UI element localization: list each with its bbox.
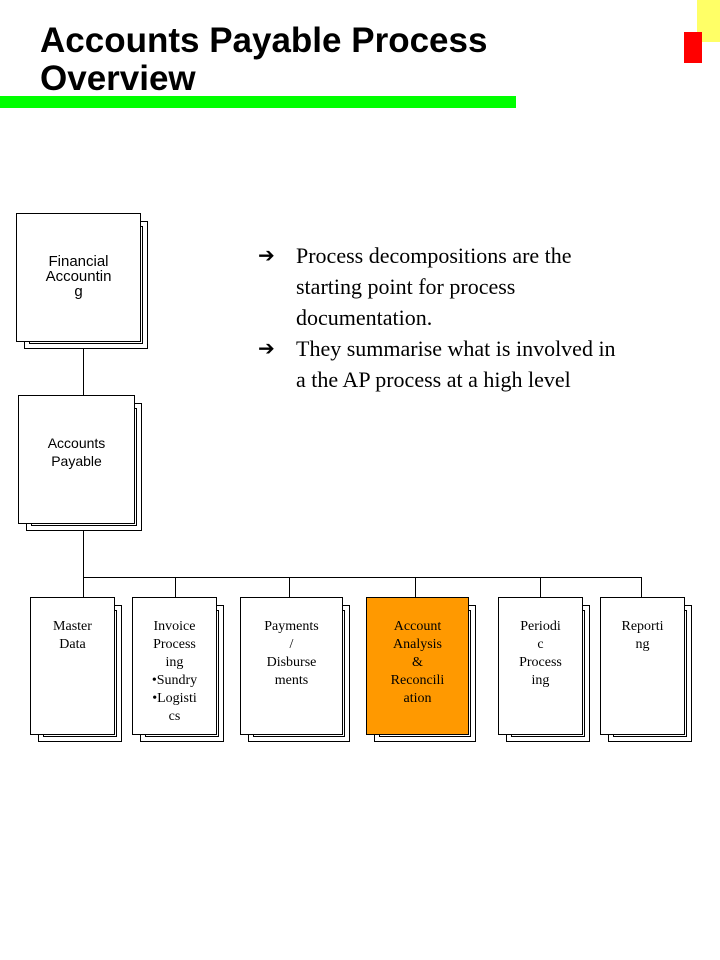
bullet-text: Process decompositions are the starting …	[296, 243, 572, 330]
box-label: Reconcili	[390, 673, 445, 688]
connector-drop-reporting	[641, 577, 642, 598]
box-label: ing	[165, 655, 184, 670]
box-label: •Sundry	[151, 673, 198, 688]
box-label: Accountin	[45, 268, 112, 285]
corner-decoration-yellow	[697, 0, 720, 42]
box-label: ng	[635, 637, 650, 652]
box-label: ments	[274, 673, 309, 688]
box-payments-disbursements: Payments / Disburse ments	[240, 597, 343, 735]
connector-drop-invoice	[175, 577, 176, 598]
connector-drop-account-analysis	[415, 577, 416, 598]
connector-bus	[83, 577, 642, 578]
connector-drop-payments	[289, 577, 290, 598]
box-accounts-payable: Accounts Payable	[18, 395, 135, 524]
box-label: Process	[153, 637, 196, 652]
box-label: Disburse	[266, 655, 317, 670]
box-label: Financial	[48, 253, 109, 270]
box-label: Payments	[264, 619, 319, 634]
box-label: Invoice	[153, 619, 196, 634]
connector-drop-master-data	[83, 577, 84, 598]
box-account-analysis-reconciliation: Account Analysis & Reconcili ation	[366, 597, 469, 735]
box-label: Data	[59, 637, 86, 652]
box-reporting: Reporti ng	[600, 597, 685, 735]
box-label: •Logisti	[152, 691, 197, 706]
bullet-text: They summarise what is involved in a the…	[296, 336, 616, 392]
connector-root-to-ap	[83, 341, 84, 395]
box-label: c	[537, 637, 544, 652]
box-label: Analysis	[393, 637, 442, 652]
box-label: ation	[403, 691, 432, 706]
box-label: Periodi	[520, 619, 561, 634]
box-label: Process	[519, 655, 562, 670]
connector-drop-periodic	[540, 577, 541, 598]
corner-decoration-red	[684, 32, 702, 63]
box-label: cs	[168, 709, 181, 724]
bullet-list: ➔ Process decompositions are the startin…	[258, 240, 628, 395]
box-label: Payable	[51, 453, 102, 469]
slide-title: Accounts Payable Process Overview	[40, 21, 488, 98]
bullet-item: ➔ They summarise what is involved in a t…	[258, 333, 628, 395]
box-master-data: Master Data	[30, 597, 115, 735]
arrow-right-icon: ➔	[258, 336, 275, 360]
bullet-item: ➔ Process decompositions are the startin…	[258, 240, 628, 333]
box-label: Account	[393, 619, 442, 634]
box-label: Reporti	[621, 619, 664, 634]
box-financial-accounting: Financial Accountin g	[16, 213, 141, 342]
connector-ap-to-bus	[83, 524, 84, 578]
box-label: Master	[53, 619, 92, 634]
arrow-right-icon: ➔	[258, 243, 275, 267]
box-periodic-processing: Periodi c Process ing	[498, 597, 583, 735]
title-underline-bar	[0, 96, 516, 108]
box-label: ing	[531, 673, 550, 688]
box-label: &	[412, 655, 423, 670]
box-label: /	[289, 637, 294, 652]
box-label: g	[74, 283, 83, 300]
box-invoice-processing: Invoice Process ing •Sundry •Logisti cs	[132, 597, 217, 735]
box-label: Accounts	[47, 435, 106, 451]
